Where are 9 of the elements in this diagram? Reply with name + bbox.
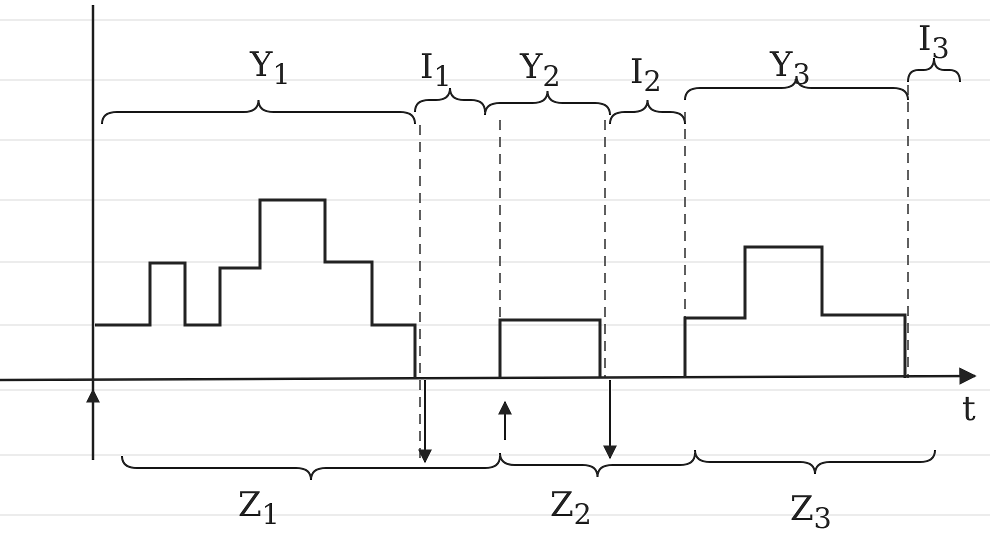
axis-label: t — [962, 392, 976, 426]
period-label: Z$_{3}$ — [790, 492, 832, 534]
period-label: Z$_{2}$ — [550, 488, 592, 530]
period-label: Z$_{1}$ — [238, 488, 280, 530]
period-label: I$_{2}$ — [630, 55, 662, 96]
period-label: Y$_{2}$ — [520, 50, 560, 92]
period-label: I$_{1}$ — [420, 50, 452, 92]
period-label: I$_{3}$ — [918, 22, 950, 64]
period-label: Y$_{1}$ — [250, 48, 290, 90]
